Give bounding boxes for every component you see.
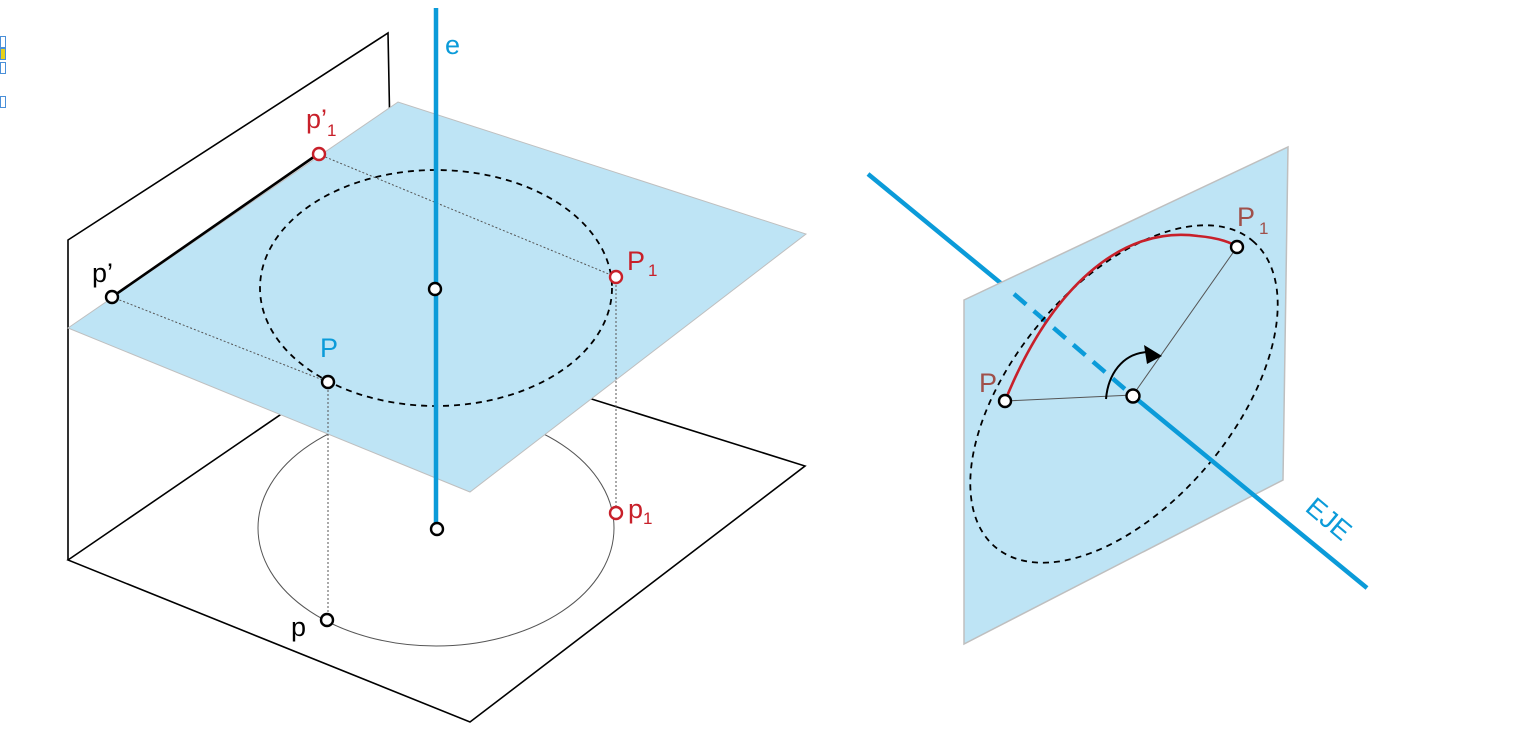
point-p-vertical-label: p’ (92, 258, 113, 288)
radius-to-P (1004, 394, 1134, 402)
center-point-right (1125, 388, 1141, 404)
curved-arrow-icon (1105, 345, 1162, 400)
vertical-projection-segment (111, 152, 319, 299)
artifact-box (0, 36, 6, 48)
point-P1 (608, 269, 624, 285)
axis-eje-hidden (1012, 292, 1135, 398)
rotation-arc (1003, 233, 1238, 402)
point-p1-vertical (311, 146, 327, 162)
radius-to-P1 (1132, 246, 1238, 396)
artifact-box (0, 96, 6, 108)
point-p-horizontal (319, 612, 335, 628)
point-P-right (997, 393, 1013, 409)
artifact-box (0, 62, 6, 74)
point-P-label: P (320, 333, 338, 363)
point-p-vertical (104, 289, 120, 305)
artifact-box-yellow (0, 48, 6, 60)
axis-eje-front (1131, 394, 1369, 590)
point-p1-horizontal-label: p1 (628, 494, 653, 528)
axis-center-point (427, 281, 443, 297)
point-p1-horizontal (608, 505, 624, 521)
axis-foot-point (429, 521, 445, 537)
point-p1-vertical-label: p’1 (306, 104, 336, 140)
point-P (320, 374, 336, 390)
axis-eje-back (866, 172, 1016, 296)
projection-lines (111, 153, 617, 620)
rotation-circle-right (969, 224, 1279, 564)
ui-artifact-checkboxes (0, 36, 6, 108)
point-P1-right (1229, 239, 1245, 255)
point-P-right-label: P (979, 368, 997, 398)
point-p-horizontal-label: p (291, 612, 306, 642)
axis-e-label: e (445, 30, 460, 60)
